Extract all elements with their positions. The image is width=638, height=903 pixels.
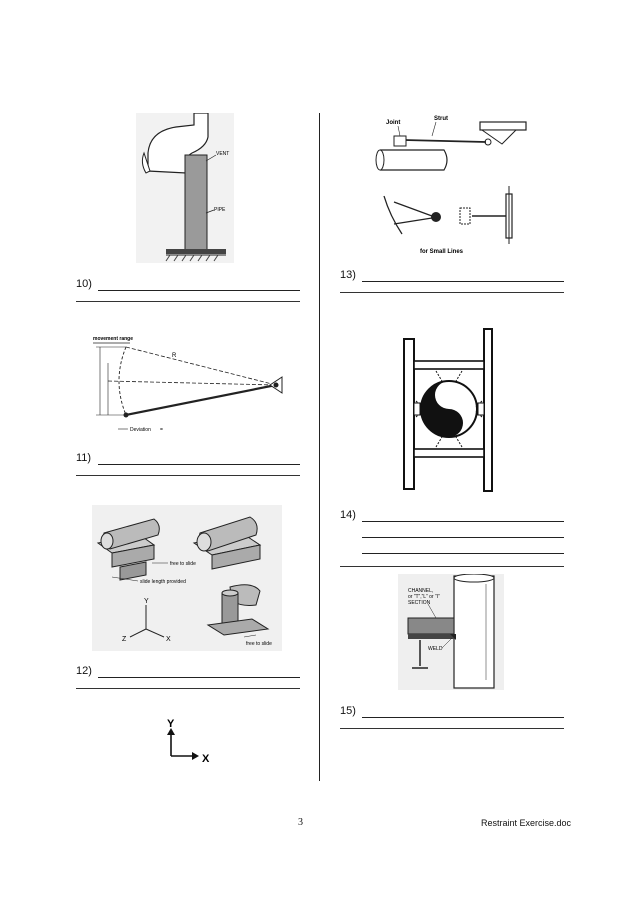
question-11-number: 11) [76,452,92,464]
answer-line-14d[interactable] [340,566,564,567]
answer-line-14b[interactable] [362,537,564,538]
fig15-channel-line3: SECTION [408,600,431,606]
figure-15-channel-weld: CHANNEL, or “T”,“L” or “I” SECTION WELD [398,574,504,690]
question-12-number: 12) [76,665,92,677]
answer-line-12a[interactable] [98,677,300,678]
fig13-small-lines-label: for Small Lines [420,249,464,255]
fig12-axis-y: Y [144,598,149,605]
axes-x-label: X [202,753,210,765]
fig15-channel-line2: or “T”,“L” or “I” [408,594,440,600]
answer-line-13b[interactable] [340,292,564,293]
fig11-deviation-label: Deviation [130,427,151,433]
figure-14-guide-frame [403,328,493,492]
answer-line-10a[interactable] [98,290,300,291]
fig12-axis-x: X [166,636,171,643]
document-name: Restraint Exercise.doc [481,818,572,828]
fig12-axis-z: Z [122,636,127,643]
figure-11-strut-movement: movement range R Deviation = [93,336,283,433]
answer-line-11a[interactable] [98,464,300,465]
answer-line-14c[interactable] [362,553,564,554]
answer-line-10b[interactable] [76,301,300,302]
figure-12-sliding-supports: free to slide slide length provided Y Z … [92,505,282,651]
figure-10-vent-pipe: VENT PIPE [136,113,234,263]
answer-line-14a[interactable] [362,521,564,522]
fig12-free-top: free to slide [170,561,196,567]
fig11-movement-label: movement range [93,336,133,342]
fig10-vent-label: VENT [216,151,229,157]
fig10-pipe-label: PIPE [214,207,226,213]
fig15-weld-label: WELD [428,646,443,652]
question-13-number: 13) [340,269,356,281]
answer-line-15b[interactable] [340,728,564,729]
fig12-slide-length: slide length provided [140,579,186,585]
fig13-strut-label: Strut [434,116,448,122]
column-divider [319,113,320,781]
axes-diagram: Y X [167,718,210,765]
answer-line-13a[interactable] [362,281,564,282]
answer-line-11b[interactable] [76,475,300,476]
fig12-free-bottom: free to slide [246,641,272,647]
question-15-number: 15) [340,705,356,717]
fig11-formula: = [160,427,166,433]
page-number: 3 [298,817,303,828]
question-14-number: 14) [340,509,356,521]
question-10-number: 10) [76,278,92,290]
figure-13-struts: Joint Strut for Small Lines [375,116,527,255]
fig15-channel-line1: CHANNEL, [408,588,433,594]
fig11-r-label: R [172,353,177,359]
axes-y-label: Y [167,718,175,730]
answer-line-12b[interactable] [76,688,300,689]
fig13-joint-label: Joint [386,120,400,126]
answer-line-15a[interactable] [362,717,564,718]
